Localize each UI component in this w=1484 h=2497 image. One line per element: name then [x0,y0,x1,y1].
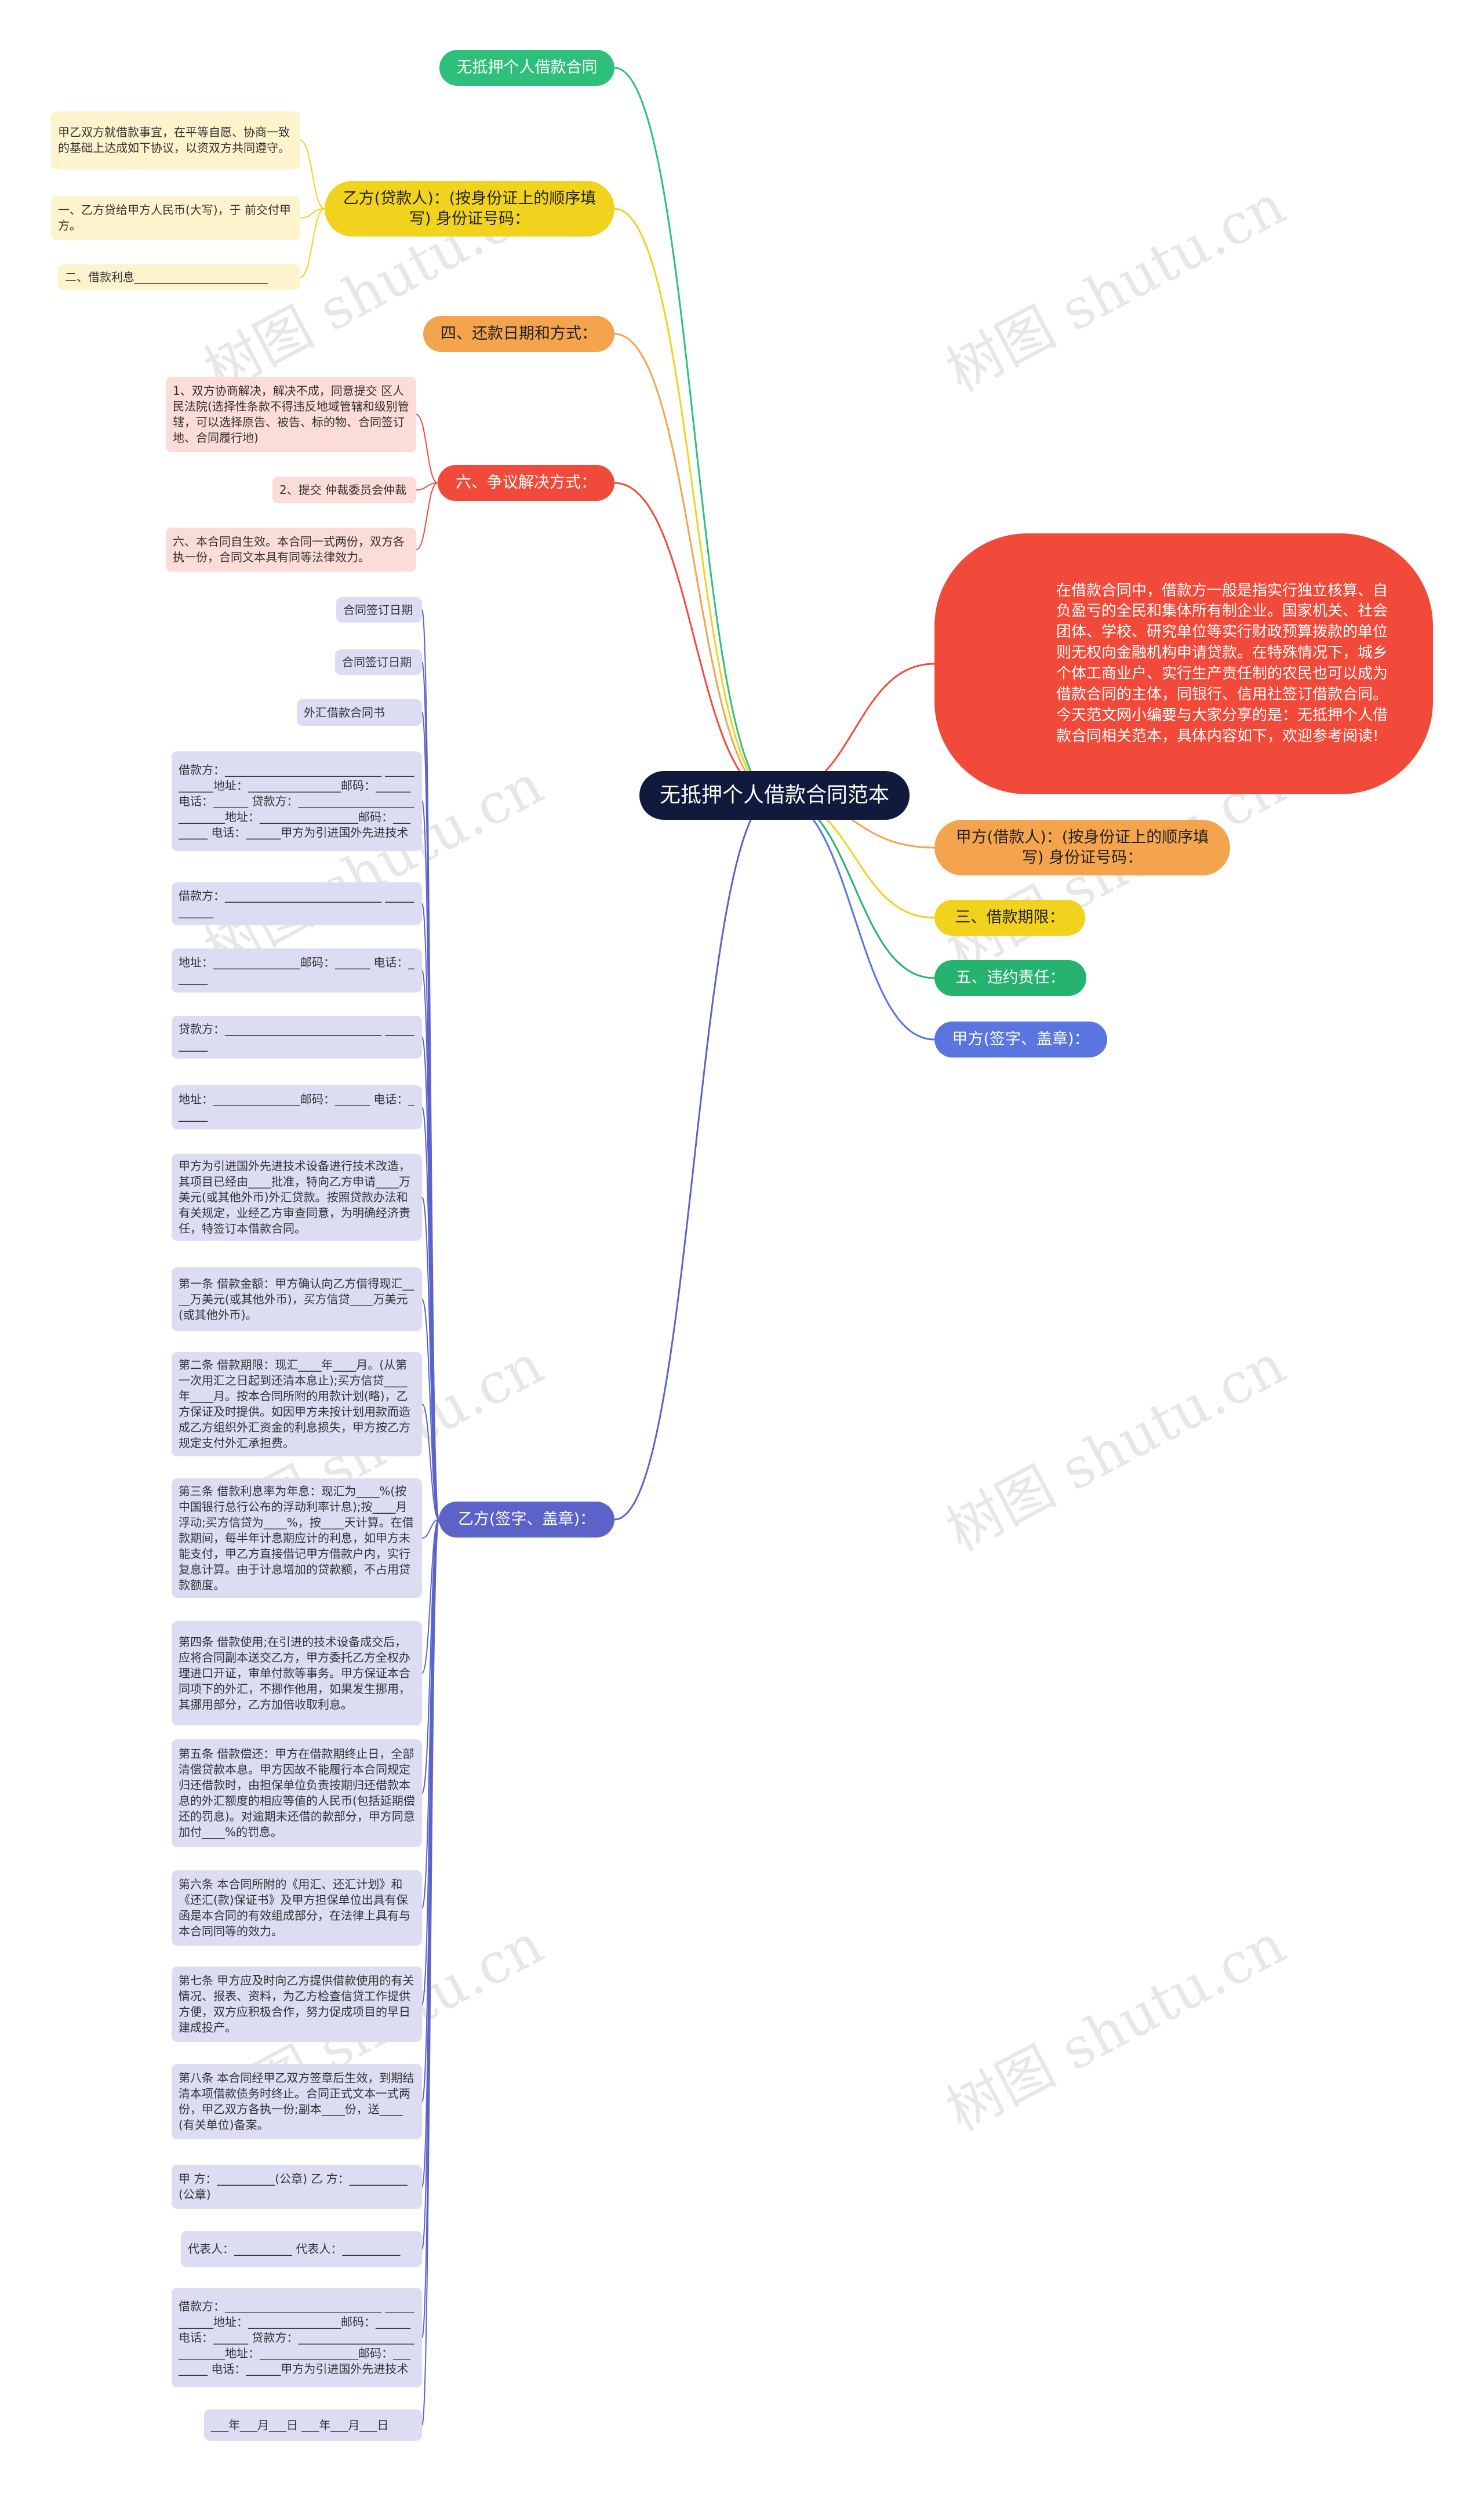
dispute-leaf[interactable]: 六、本合同自生效。本合同一式两份，双方各执一份，合同文本具有同等法律效力。 [166,528,416,572]
dispute-leaf[interactable]: 2、提交 仲裁委员会仲裁 [272,477,416,503]
connector-line [421,1197,439,1520]
sign-b-leaf[interactable]: 第五条 借款偿还：甲方在借款期终止日，全部清偿贷款本息。甲方因故不能履行本合同规… [172,1739,422,1847]
connector-line [416,414,438,484]
sign-b-leaf[interactable]: 第八条 本合同经甲乙双方签章后生效，到期结清本项借款债务时终止。合同正式文本一式… [172,2064,422,2139]
sign-b-leaf[interactable]: 借款方：___________________________ ________… [172,882,422,925]
sign-b-leaf[interactable]: 合同签订日期 [335,649,422,675]
sign-b-leaf[interactable]: ___年___月___日 ___年___月___日 [204,2409,422,2441]
sign-b-leaf[interactable]: 第七条 甲方应及时向乙方提供借款使用的有关情况、报表、资料，为乙方检查信贷工作提… [172,1967,422,2042]
branch-borrower-a[interactable]: 甲方(借款人)：(按身份证上的顺序填写) 身份证号码： [934,820,1230,875]
connector-line [614,208,775,797]
sign-b-leaf[interactable]: 第四条 借款使用;在引进的技术设备成交后，应将合同副本送交乙方，甲方委托乙方全权… [172,1621,422,1725]
connector-line [300,208,325,219]
branch-liability[interactable]: 五、违约责任： [934,960,1086,996]
connector-line [421,1519,439,1794]
connector-line [774,794,935,979]
lender-leaf[interactable]: 一、乙方贷给甲方人民币(大写)，于 前交付甲方。 [51,196,300,240]
connector-line [416,482,438,550]
sign-b-leaf[interactable]: 借款方：___________________________ ________… [172,751,422,851]
sign-b-leaf[interactable]: 第二条 借款期限：现汇____年____月。(从第一次用汇之日起到还清本息止);… [172,1352,422,1456]
sign-b-leaf[interactable]: 贷款方：___________________________ ________… [172,1016,422,1059]
branch-repayment[interactable]: 四、还款日期和方式： [423,316,614,352]
connector-line [614,482,775,797]
sign-b-leaf[interactable]: 第三条 借款利息率为年息：现汇为____%(按中国银行总行公布的浮动利率计息);… [172,1478,422,1598]
sign-b-leaf[interactable]: 甲 方：__________(公章) 乙 方：__________(公章) [172,2165,422,2209]
connector-line [614,333,775,797]
branch-contract-title[interactable]: 无抵押个人借款合同 [439,50,614,86]
connector-line [416,482,438,490]
connector-line [614,67,775,797]
sign-b-leaf[interactable]: 合同签订日期 [336,597,422,623]
root-topic[interactable]: 无抵押个人借款合同范本 [639,771,910,820]
sign-b-leaf[interactable]: 地址：_______________邮码：______ 电话：______ [172,948,422,993]
sign-b-leaf[interactable]: 地址：_______________邮码：______ 电话：______ [172,1085,422,1129]
connector-line [421,1404,439,1520]
lender-leaf[interactable]: 甲乙双方就借款事宜，在平等自愿、协商一致的基础上达成如下协议，以资双方共同遵守。 [51,111,300,169]
connector-line [421,1519,439,2426]
branch-lender-b[interactable]: 乙方(贷款人)：(按身份证上的顺序填写) 身份证号码： [325,181,614,237]
sign-b-leaf[interactable]: 借款方：___________________________ ________… [172,2288,422,2387]
connector-line [421,1519,439,1674]
dispute-leaf[interactable]: 1、双方协商解决，解决不成，同意提交 区人民法院(选择性条款不得违反地域管辖和级… [166,377,416,452]
connector-line [774,794,935,1041]
branch-term[interactable]: 三、借款期限： [934,900,1085,936]
sign-b-leaf[interactable]: 甲方为引进国外先进技术设备进行技术改造，其项目已经由____批准，特向乙方申请_… [172,1154,422,1241]
branch-sign-a[interactable]: 甲方(签字、盖章)： [934,1022,1107,1057]
sign-b-leaf[interactable]: 第一条 借款金额：甲方确认向乙方借得现汇____万美元(或其他外币)，买方信贷_… [172,1267,422,1331]
connector-line [300,140,325,209]
connector-line [421,1519,439,1539]
connector-line [300,208,325,278]
branch-dispute[interactable]: 六、争议解决方式： [438,465,614,501]
sign-b-leaf[interactable]: 代表人：__________ 代表人：__________ [181,2231,422,2267]
sign-b-leaf[interactable]: 外汇借款合同书 [297,699,422,726]
intro-text[interactable]: 在借款合同中，借款方一般是指实行独立核算、自负盈亏的全民和集体所有制企业。国家机… [934,533,1433,794]
sign-b-leaf[interactable]: 第六条 本合同所附的《用汇、还汇计划》和《还汇(款)保证书》及甲方担保单位出具有… [172,1870,422,1946]
lender-leaf[interactable]: 二、借款利息_______________________ [58,264,300,290]
connector-line [614,794,775,1521]
connector-line [421,1299,439,1520]
branch-sign-b[interactable]: 乙方(签字、盖章)： [439,1502,614,1538]
